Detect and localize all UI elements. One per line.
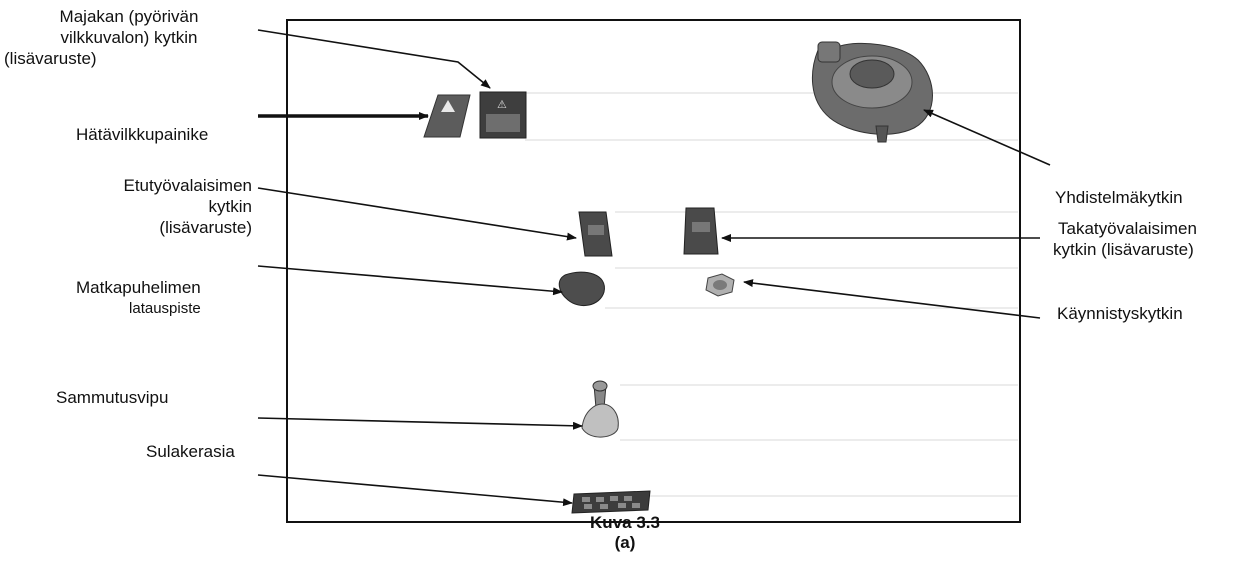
front-work-light-switch-icon bbox=[578, 211, 613, 257]
shutoff-lever-icon bbox=[581, 380, 619, 438]
label-beacon-switch-line3: (lisävaruste) bbox=[4, 49, 97, 68]
rear-work-light-switch-icon bbox=[683, 207, 719, 255]
ignition-switch-icon bbox=[705, 273, 735, 297]
fuse-box-icon bbox=[571, 490, 651, 514]
phone-charging-socket-icon bbox=[558, 271, 605, 307]
label-rear-work-light: Takatyövalaisimen kytkin (lisävaruste) bbox=[1053, 218, 1258, 260]
label-phone-charging: Matkapuhelimen latauspiste bbox=[76, 277, 201, 319]
leader-phone-charging bbox=[257, 265, 563, 296]
figure-caption: Kuva 3.3 (a) bbox=[560, 513, 690, 553]
leader-ignition-switch bbox=[743, 279, 1041, 319]
figure-frame bbox=[286, 19, 1021, 523]
label-shutoff-lever: Sammutusvipu bbox=[56, 388, 169, 407]
label-beacon-switch-line1: Majakan (pyörivän bbox=[59, 7, 199, 26]
svg-text:⚠: ⚠ bbox=[497, 98, 507, 111]
label-rear-work-light-line2: kytkin (lisävaruste) bbox=[1053, 240, 1194, 259]
label-ignition-switch: Käynnistyskytkin bbox=[1057, 304, 1183, 323]
background-guides bbox=[525, 92, 1018, 497]
label-beacon-switch: Majakan (pyörivän vilkkuvalon) kytkin (l… bbox=[0, 6, 258, 69]
label-rear-work-light-line1: Takatyövalaisimen bbox=[1058, 219, 1197, 238]
caption-line2: (a) bbox=[614, 533, 636, 552]
label-front-work-light-line2: kytkin bbox=[208, 197, 252, 216]
leader-shutoff-lever bbox=[257, 417, 583, 430]
leader-fuse-box bbox=[257, 474, 573, 507]
caption-line1: Kuva 3.3 bbox=[590, 513, 660, 532]
label-phone-charging-line2: latauspiste bbox=[129, 300, 201, 317]
beacon-switch-icon: ⚠ bbox=[479, 91, 527, 139]
hazard-button-icon bbox=[423, 94, 471, 138]
label-combination-switch: Yhdistelmäkytkin bbox=[1055, 188, 1183, 207]
leader-front-work-light bbox=[257, 187, 577, 241]
combination-switch-icon bbox=[811, 41, 933, 143]
label-hazard-button: Hätävilkkupainike bbox=[76, 125, 209, 144]
label-front-work-light-line3: (lisävaruste) bbox=[159, 218, 252, 237]
leader-combination-switch bbox=[923, 109, 1051, 166]
label-front-work-light: Etutyövalaisimen kytkin (lisävaruste) bbox=[20, 175, 252, 238]
label-fuse-box: Sulakerasia bbox=[146, 442, 235, 461]
label-front-work-light-line1: Etutyövalaisimen bbox=[123, 176, 252, 195]
label-phone-charging-line1: Matkapuhelimen bbox=[76, 278, 201, 297]
label-beacon-switch-line2: vilkkuvalon) kytkin bbox=[60, 28, 198, 47]
leader-beacon-switch bbox=[257, 29, 491, 89]
